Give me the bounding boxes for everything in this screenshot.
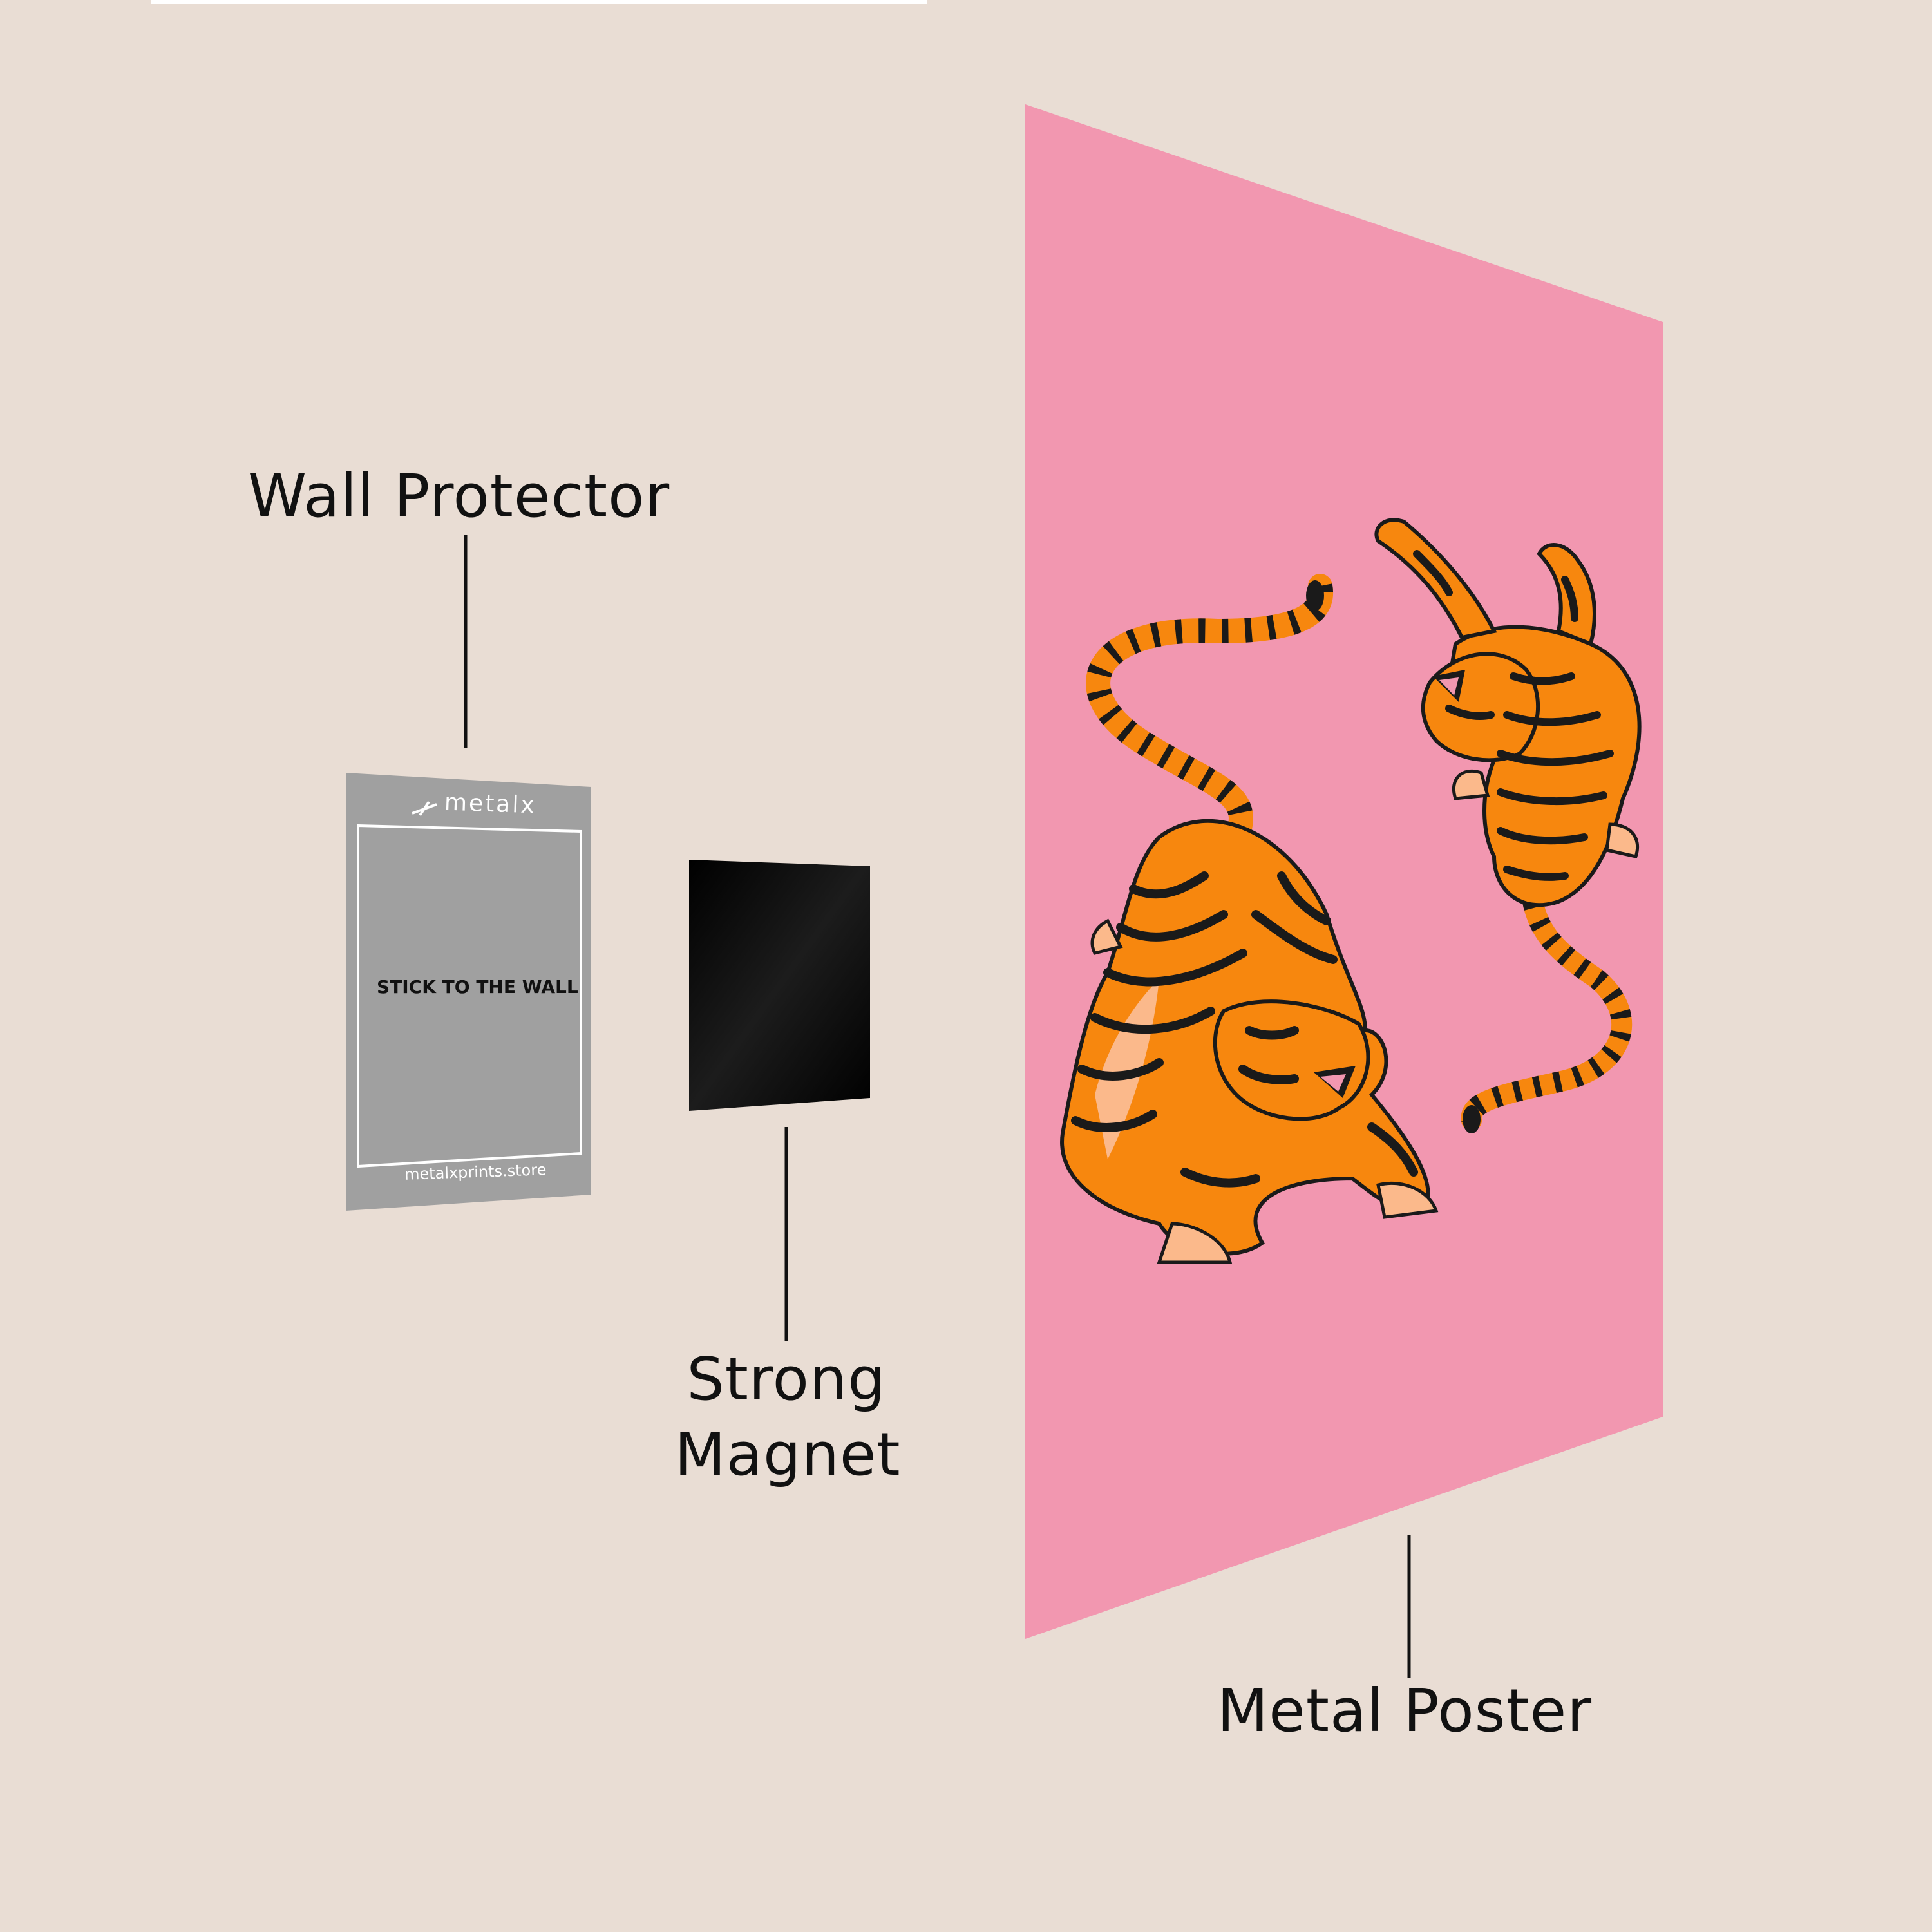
brand-name: metalx bbox=[444, 789, 537, 819]
stick-to-wall-instruction: STICK TO THE WALL bbox=[377, 976, 578, 998]
strong-magnet-label-line1: Strong bbox=[687, 1345, 886, 1414]
wall-protector-panel bbox=[346, 773, 591, 1211]
tiger-illustration-icon bbox=[1374, 518, 1642, 1133]
top-edge-strip bbox=[151, 0, 927, 4]
metal-poster-label: Metal Poster bbox=[1217, 1676, 1593, 1745]
magnet-plate bbox=[689, 860, 870, 1111]
tiger-illustration-icon bbox=[1060, 574, 1439, 1264]
wall-protector-label: Wall Protector bbox=[248, 462, 670, 531]
strong-magnet-label-line2: Magnet bbox=[674, 1420, 901, 1489]
metalx-logo-icon bbox=[412, 800, 437, 817]
